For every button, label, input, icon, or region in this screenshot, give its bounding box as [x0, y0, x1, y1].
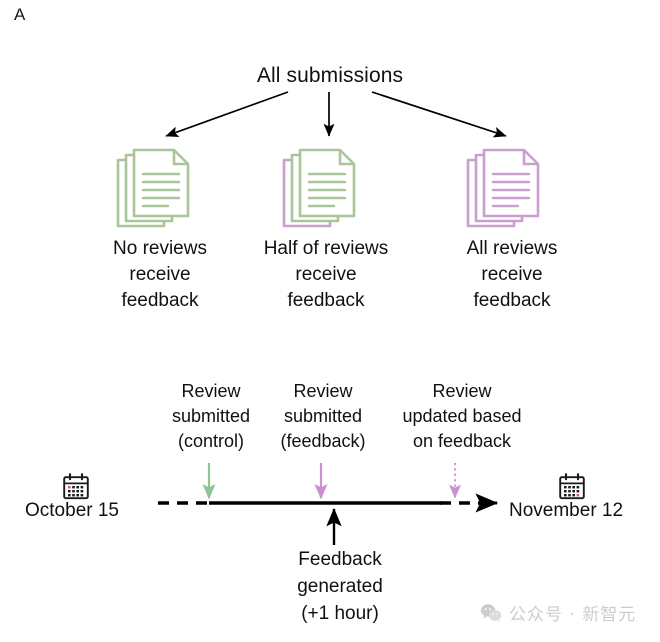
branch-arrow-right	[371, 91, 507, 138]
branch-label-line-3: feedback	[121, 290, 199, 311]
branch-label-line-1: No reviews	[113, 238, 207, 259]
timeline-label-line-1: Review	[181, 381, 241, 401]
watermark-text: 公众号 · 新智元	[509, 605, 637, 625]
document-stack-icon-all-reviews	[462, 144, 558, 236]
branch-label-line-3: feedback	[473, 290, 551, 311]
timeline-start-date: October 15	[25, 500, 119, 521]
timeline-label-line-3: on feedback	[412, 431, 512, 451]
branch-label-half-reviews: Half of reviews receive feedback	[226, 236, 426, 314]
timeline-label-feedback-generated: Feedback generated (+1 hour)	[250, 546, 430, 627]
wechat-icon	[480, 603, 502, 622]
watermark: 公众号 · 新智元	[480, 600, 636, 625]
timeline-label-line-2: updated based	[402, 406, 522, 426]
branch-label-line-1: Half of reviews	[263, 238, 389, 259]
branch-label-all-reviews: All reviews receive feedback	[412, 236, 612, 314]
timeline-label-line-3: (feedback)	[280, 431, 366, 451]
timeline-label-line-3: (control)	[177, 431, 244, 451]
branch-label-no-reviews: No reviews receive feedback	[60, 236, 260, 314]
branch-arrow-left	[165, 91, 289, 137]
timeline-label-line-1: Review	[432, 381, 492, 401]
diagram-title: All submissions	[256, 64, 404, 87]
calendar-icon-start	[61, 472, 91, 502]
timeline-label-line-1: Review	[293, 381, 353, 401]
branch-label-line-2: receive	[295, 264, 357, 285]
timeline-label-updated: Review updated based on feedback	[381, 379, 543, 454]
timeline-label-line-1: Feedback	[298, 549, 382, 570]
branch-label-line-2: receive	[481, 264, 543, 285]
calendar-icon-end	[557, 472, 587, 502]
timeline-label-line-2: submitted	[171, 406, 251, 426]
panel-letter: A	[14, 5, 26, 24]
timeline-label-line-3: (+1 hour)	[301, 603, 379, 624]
timeline-label-control: Review submitted (control)	[155, 379, 267, 454]
branch-label-line-3: feedback	[287, 290, 365, 311]
timeline-end-date: November 12	[509, 500, 624, 521]
branch-label-line-1: All reviews	[466, 238, 558, 259]
document-stack-icon-half-reviews	[278, 144, 374, 236]
timeline-label-line-2: submitted	[283, 406, 363, 426]
document-stack-icon-no-reviews	[112, 144, 208, 236]
timeline-label-feedback: Review submitted (feedback)	[267, 379, 379, 454]
timeline-label-line-2: generated	[297, 576, 383, 597]
branch-label-line-2: receive	[129, 264, 191, 285]
